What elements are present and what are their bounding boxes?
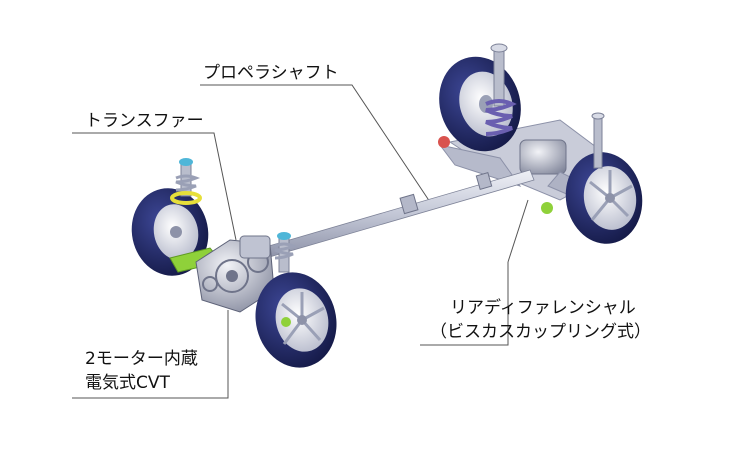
leader-propeller-shaft: [200, 84, 431, 203]
label-cvt-line1: 2モーター内蔵: [85, 349, 198, 369]
leader-lines: [72, 84, 529, 399]
front-strut-right: [274, 232, 297, 273]
label-rear-diff-line1: リアディファレンシャル: [450, 298, 636, 318]
front-right-wheel: [255, 272, 337, 368]
rear-caliper-left: [438, 136, 450, 148]
front-spring-left: [170, 158, 202, 205]
rear-strut-right: [591, 112, 605, 169]
propeller-shaft: [261, 169, 535, 259]
transfer-unit: [239, 235, 271, 259]
rear-caliper-right: [541, 202, 553, 214]
rear-spring-left: [485, 43, 517, 136]
leader-cvt: [72, 310, 229, 399]
label-propeller-shaft: プロペラシャフト: [203, 63, 339, 83]
rear-right-wheel: [565, 152, 643, 244]
label-rear-differential: リアディファレンシャル （ビスカスカップリング式）: [430, 296, 651, 344]
label-transfer: トランスファー: [85, 111, 204, 131]
label-ecvt: 2モーター内蔵 電気式CVT: [85, 347, 198, 395]
leader-rear-diff-2: [507, 199, 529, 263]
label-cvt-line2: 電気式CVT: [85, 373, 170, 393]
leader-transfer: [72, 132, 237, 241]
leader-rear-diff: [420, 262, 509, 346]
label-rear-diff-line2: （ビスカスカップリング式）: [430, 322, 651, 342]
